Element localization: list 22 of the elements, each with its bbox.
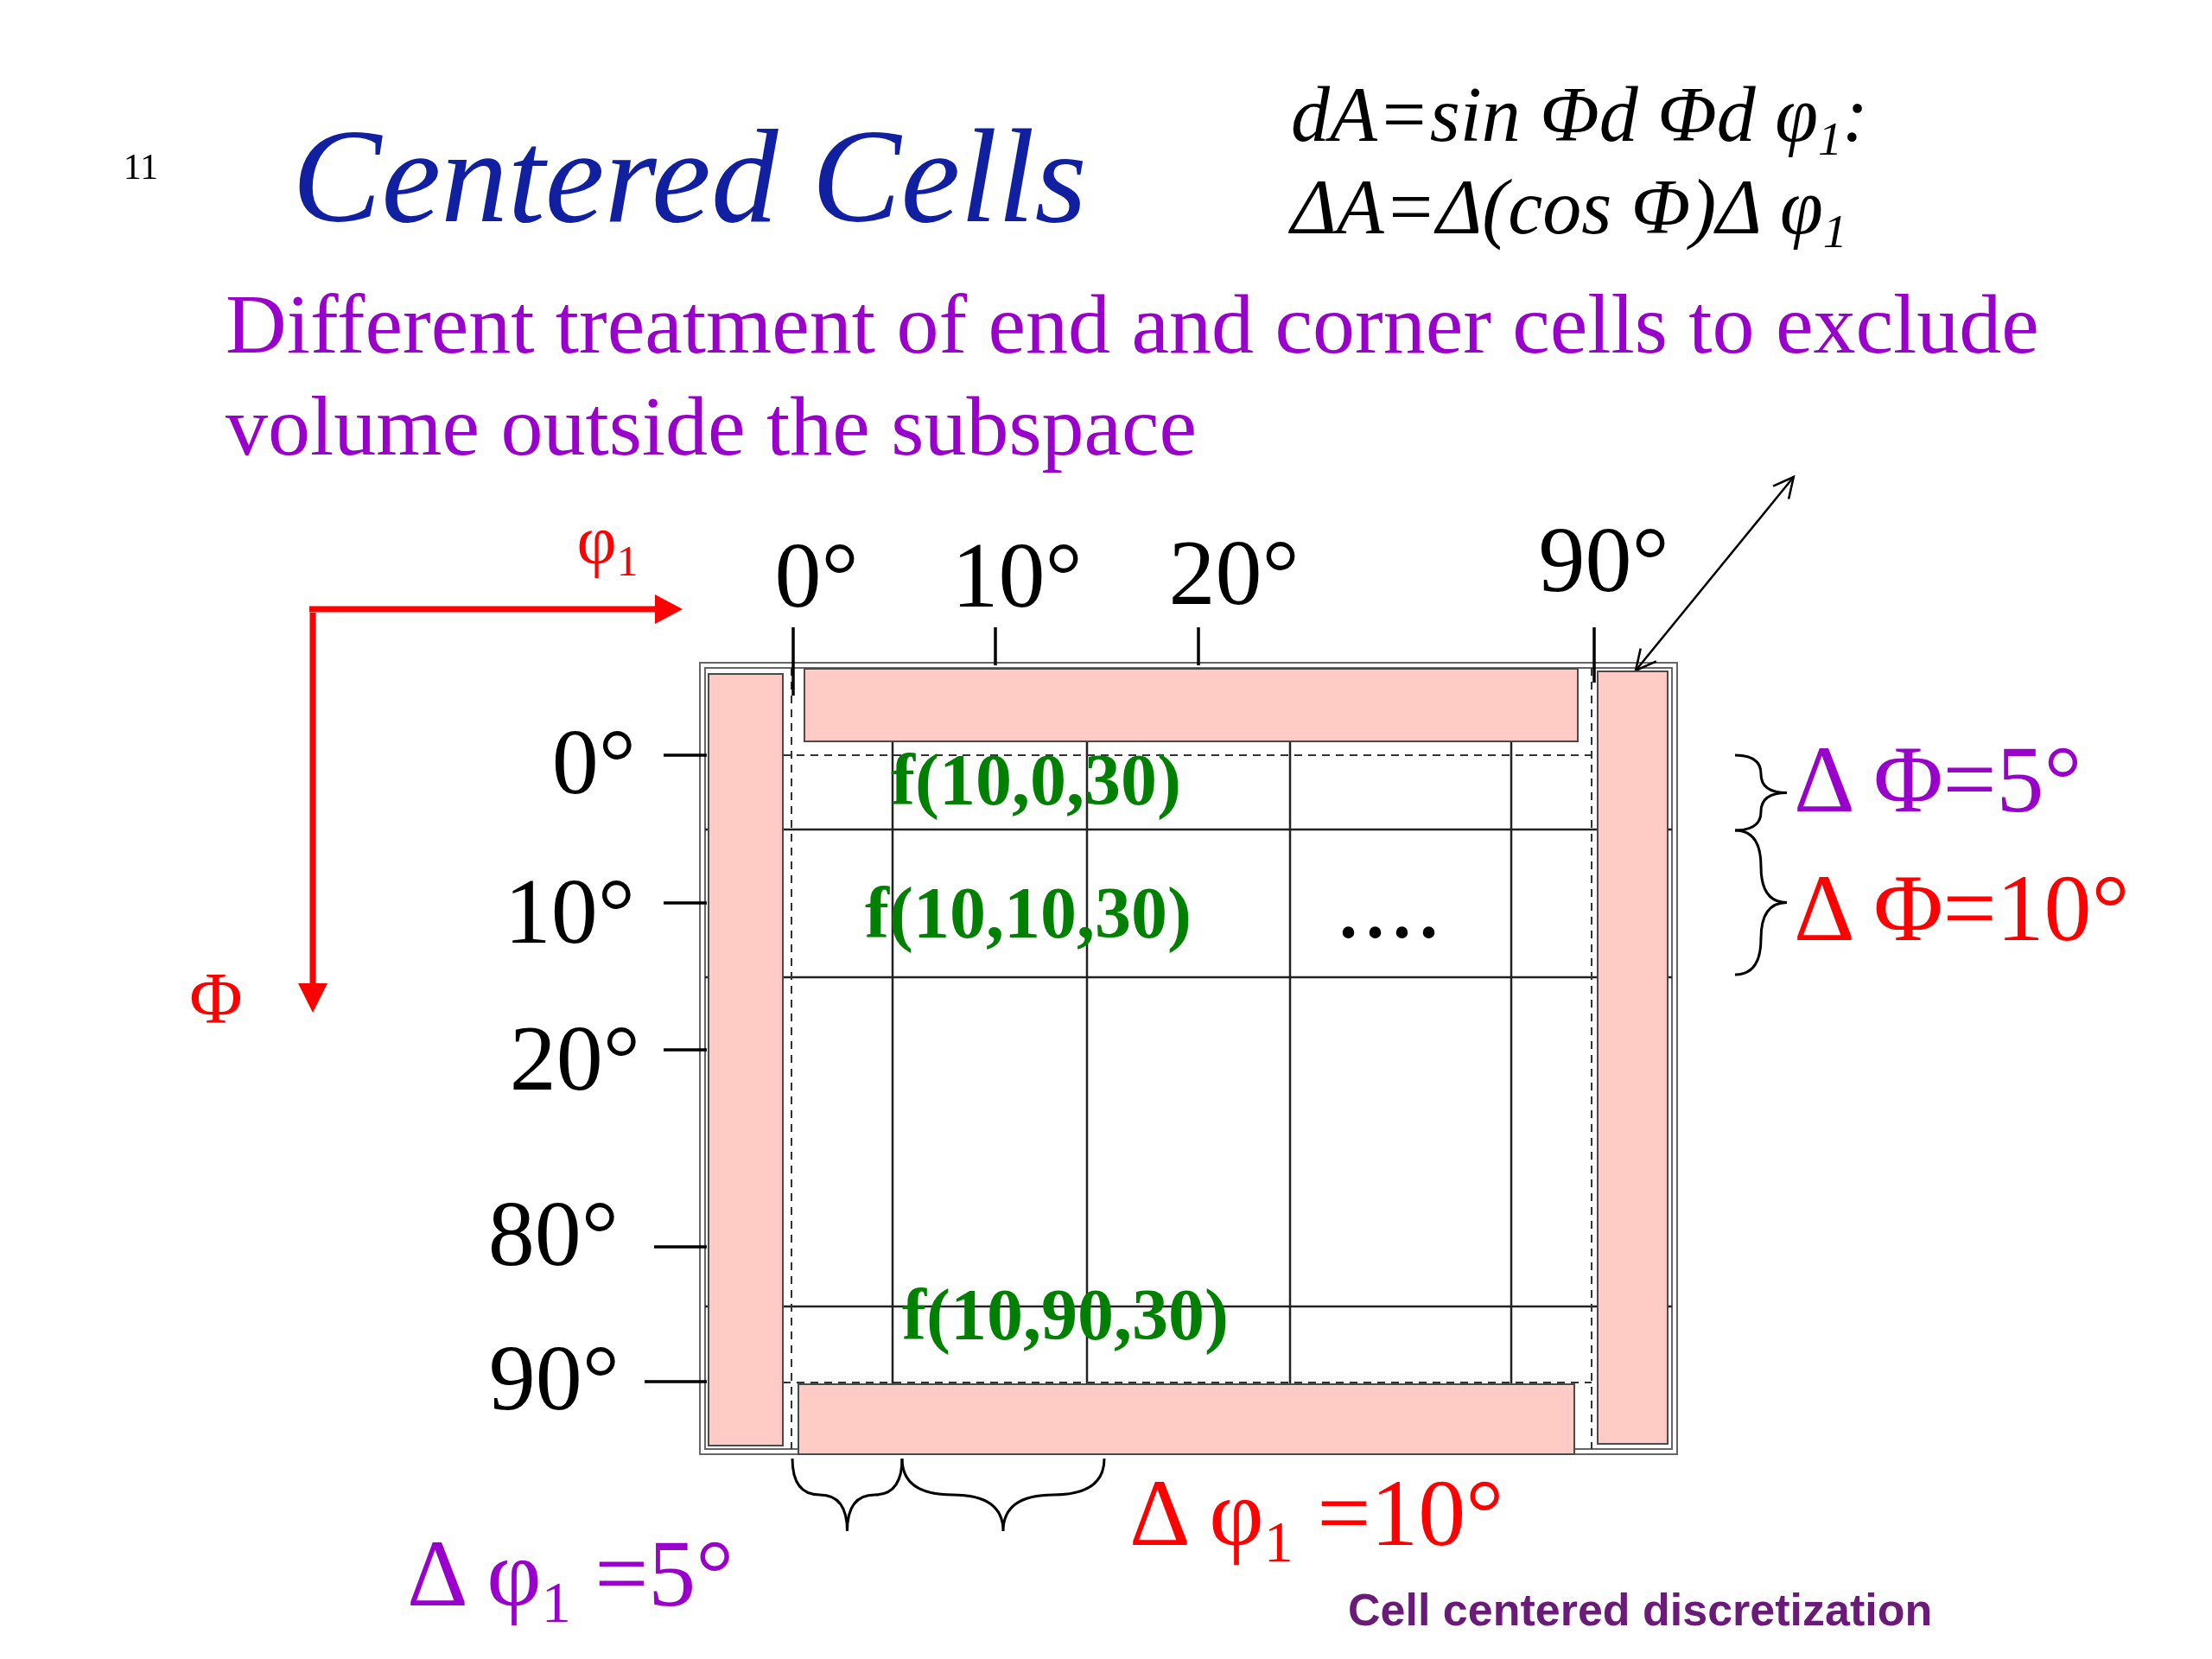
tick-label: 90° [488,1325,620,1432]
increment-label: Δ Φ=10° [1794,854,2130,963]
tick-label: 10° [951,523,1083,629]
caption: Cell centered discretization [1348,1583,1933,1637]
tick-label: 20° [1168,520,1300,626]
boundary-cell-strip [1597,671,1669,1445]
tick-label: 10° [504,859,635,965]
tick-label: 0° [774,523,859,629]
slide-title: Centered Cells [291,101,1088,253]
increment-label: Δ φ$_{1}$ =5° [407,1519,734,1637]
tick-label: 90° [1538,507,1669,613]
tick-label: 80° [487,1181,619,1287]
axis-label: φ$_{1}$ [576,501,639,587]
tick-label: 0° [551,709,636,816]
increment-label: Δ Φ=5° [1794,725,2082,834]
slide-number: 11 [123,145,159,188]
tick-label: 20° [509,1006,640,1112]
area-formula: dA=sin Φd Φd φ$_{1}$: [1290,71,1869,167]
description-text: Different treatment of end and corner cells to exclude volume outside the subspace [226,273,2062,477]
increment-label: Δ φ$_{1}$ =10° [1129,1459,1504,1576]
axis-label: Φ [189,957,243,1041]
leader-arrow [1634,475,1796,672]
